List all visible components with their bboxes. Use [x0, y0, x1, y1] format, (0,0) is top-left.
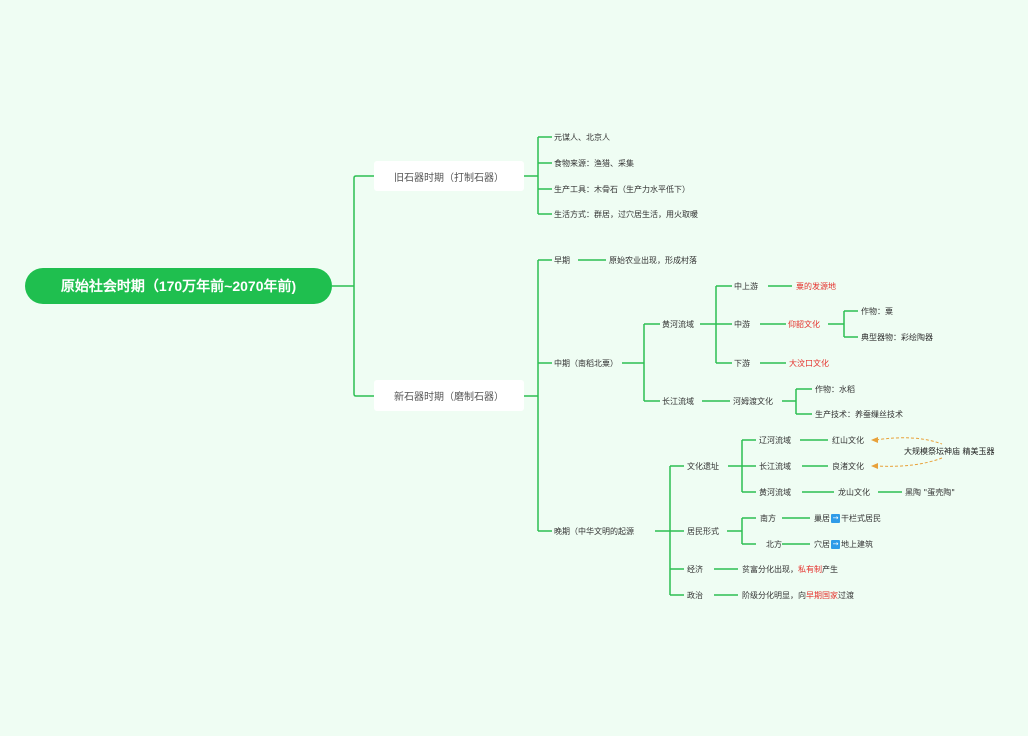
site-culture[interactable]: 红山文化: [832, 436, 864, 445]
longshan-item[interactable]: 黑陶 "蛋壳陶": [905, 488, 955, 497]
yangshao-item[interactable]: 典型器物：彩绘陶器: [861, 333, 933, 342]
yangshao-item[interactable]: 作物：粟: [861, 307, 893, 316]
hemudu-culture[interactable]: 河姆渡文化: [733, 397, 773, 406]
early-period[interactable]: 早期: [554, 256, 570, 265]
housing-region[interactable]: 北方: [766, 540, 782, 549]
yellow-lower[interactable]: 下游: [734, 359, 750, 368]
site-culture[interactable]: 龙山文化: [838, 488, 870, 497]
late-period[interactable]: 晚期（中华文明的起源: [554, 527, 634, 536]
root-topic[interactable]: 原始社会时期（170万年前~2070年前): [25, 268, 332, 304]
sites-note[interactable]: 大规模祭坛神庙 精美玉器: [904, 447, 995, 456]
paleolithic-item[interactable]: 元谋人、北京人: [554, 133, 610, 142]
paleolithic-item[interactable]: 生活方式：群居，过穴居生活，用火取暖: [554, 210, 698, 219]
housing-region[interactable]: 南方: [760, 514, 776, 523]
neolithic-topic[interactable]: 新石器时期（磨制石器）: [374, 380, 524, 411]
early-period-desc[interactable]: 原始农业出现，形成村落: [609, 256, 697, 265]
paleolithic-item[interactable]: 食物来源：渔猎、采集: [554, 159, 634, 168]
arrow-icon: →: [831, 540, 840, 549]
site-region[interactable]: 辽河流域: [759, 436, 791, 445]
culture-sites[interactable]: 文化遗址: [687, 462, 719, 471]
site-region[interactable]: 黄河流域: [759, 488, 791, 497]
economy[interactable]: 经济: [687, 565, 703, 574]
politics[interactable]: 政治: [687, 591, 703, 600]
paleolithic-item[interactable]: 生产工具：木骨石（生产力水平低下）: [554, 185, 690, 194]
middle-period[interactable]: 中期（南稻北粟）: [554, 359, 618, 368]
economy-desc[interactable]: 贫富分化出现，私有制产生: [742, 565, 838, 574]
yellow-mid[interactable]: 中游: [734, 320, 750, 329]
housing-type[interactable]: 穴居→地上建筑: [814, 540, 873, 549]
paleolithic-topic[interactable]: 旧石器时期（打制石器）: [374, 161, 524, 191]
yellow-upper[interactable]: 中上游: [734, 282, 758, 291]
housing[interactable]: 居民形式: [687, 527, 719, 536]
site-region[interactable]: 长江流域: [759, 462, 791, 471]
yellow-lower-desc[interactable]: 大汶口文化: [789, 359, 829, 368]
yellow-upper-desc[interactable]: 粟的发源地: [796, 282, 836, 291]
politics-desc[interactable]: 阶级分化明显，向早期国家过渡: [742, 591, 854, 600]
hemudu-item[interactable]: 生产技术：养蚕缫丝技术: [815, 410, 903, 419]
site-culture[interactable]: 良渚文化: [832, 462, 864, 471]
hemudu-item[interactable]: 作物：水稻: [815, 385, 855, 394]
yellow-river[interactable]: 黄河流域: [662, 320, 694, 329]
housing-type[interactable]: 巢居→干栏式居民: [814, 514, 881, 523]
arrow-icon: →: [831, 514, 840, 523]
yellow-mid-desc[interactable]: 仰韶文化: [788, 320, 820, 329]
yangtze-river[interactable]: 长江流域: [662, 397, 694, 406]
